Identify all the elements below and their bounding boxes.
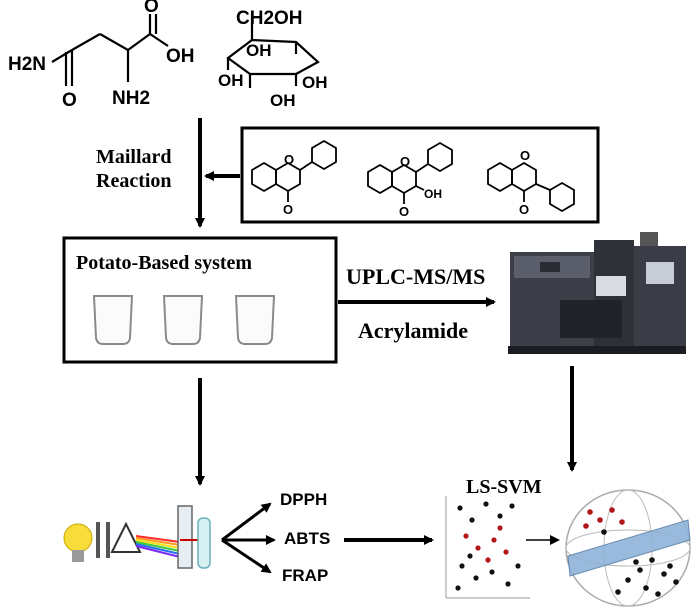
beaker-icon <box>162 295 204 345</box>
flavonol-oh: OH <box>424 187 442 201</box>
flavonol-structure <box>367 141 453 204</box>
prism-icon <box>110 521 142 553</box>
asp-oh: OH <box>166 46 195 67</box>
asp-o2: O <box>144 0 159 17</box>
glc-oh2: OH <box>218 71 244 90</box>
tube-icon <box>197 517 211 569</box>
scatter-point <box>469 517 475 523</box>
svm-point <box>673 579 679 585</box>
isoflavone-o1: O <box>520 148 530 163</box>
beaker-icon <box>92 295 134 345</box>
scatter-point <box>509 503 515 509</box>
glucose-structure <box>226 14 320 88</box>
reaction-label: Reaction <box>96 170 172 192</box>
beaker-icon <box>234 295 276 345</box>
scatter-point <box>467 553 473 559</box>
scatter-point <box>491 537 497 543</box>
beaker-icons <box>92 295 276 345</box>
uplc-instrument-icon <box>508 232 686 354</box>
bulb-icon <box>63 523 93 553</box>
scatter-point <box>515 563 521 569</box>
scatter-point <box>497 525 503 531</box>
scatter-point <box>475 545 481 551</box>
flavonol-o2: O <box>399 204 409 219</box>
scatter-point <box>483 501 489 507</box>
asp-h2n: H2N <box>8 54 46 75</box>
maillard-label: Maillard <box>96 146 172 168</box>
svm-point <box>619 519 625 525</box>
glc-ch2oh: CH2OH <box>236 8 303 29</box>
svm-point <box>615 589 621 595</box>
svm-point <box>637 567 643 573</box>
scatter-point <box>505 581 511 587</box>
scatter-point <box>457 505 463 511</box>
svm-point <box>667 563 673 569</box>
svm-point <box>609 507 615 513</box>
flavone-o1: O <box>284 152 294 167</box>
scatter-point <box>497 513 503 519</box>
asparagine-structure <box>51 14 169 86</box>
svm-point <box>661 571 667 577</box>
svm-point <box>649 557 655 563</box>
uplc-label: UPLC-MS/MS <box>346 264 486 289</box>
potato-box <box>62 236 338 364</box>
assay-frap: FRAP <box>282 566 329 585</box>
svm-point <box>655 591 661 597</box>
svm-point <box>587 509 593 515</box>
flavone-structure <box>251 139 337 202</box>
scatter-point <box>455 585 461 591</box>
flavonoid-box <box>240 126 600 224</box>
svm-hyperplane <box>567 519 691 577</box>
cuvette-icon <box>177 505 193 569</box>
lssvm-label: LS-SVM <box>466 476 542 498</box>
flavone-o2: O <box>283 202 293 217</box>
glc-oh3: OH <box>302 73 328 92</box>
svm-point <box>633 559 639 565</box>
svm-point <box>643 585 649 591</box>
svm-points <box>583 507 679 597</box>
assay-dpph: DPPH <box>280 490 328 509</box>
svm-point <box>583 523 589 529</box>
glc-oh1: OH <box>246 41 272 60</box>
spectro-setup <box>63 505 211 569</box>
isoflavone-structure <box>487 161 575 213</box>
scatter-points <box>455 501 521 591</box>
scatter-point <box>485 557 491 563</box>
glc-oh4: OH <box>270 91 296 110</box>
scatter-point <box>473 575 479 581</box>
scatter-point <box>503 549 509 555</box>
flavonol-o1: O <box>400 154 410 169</box>
asp-o1: O <box>62 90 77 111</box>
svm-point <box>597 517 603 523</box>
scatter-point <box>459 563 465 569</box>
acrylamide-label: Acrylamide <box>358 318 468 343</box>
svm-point <box>625 577 631 583</box>
scatter-point <box>463 533 469 539</box>
scatter-point <box>489 569 495 575</box>
svm-point <box>601 529 607 535</box>
assay-arrows <box>221 502 276 574</box>
isoflavone-o2: O <box>519 202 529 217</box>
assay-abts: ABTS <box>284 529 331 548</box>
rainbow-beams <box>135 535 181 558</box>
potato-system-label: Potato-Based system <box>76 252 253 274</box>
lssvm-panel <box>445 489 691 607</box>
asp-nh2: NH2 <box>112 88 150 109</box>
